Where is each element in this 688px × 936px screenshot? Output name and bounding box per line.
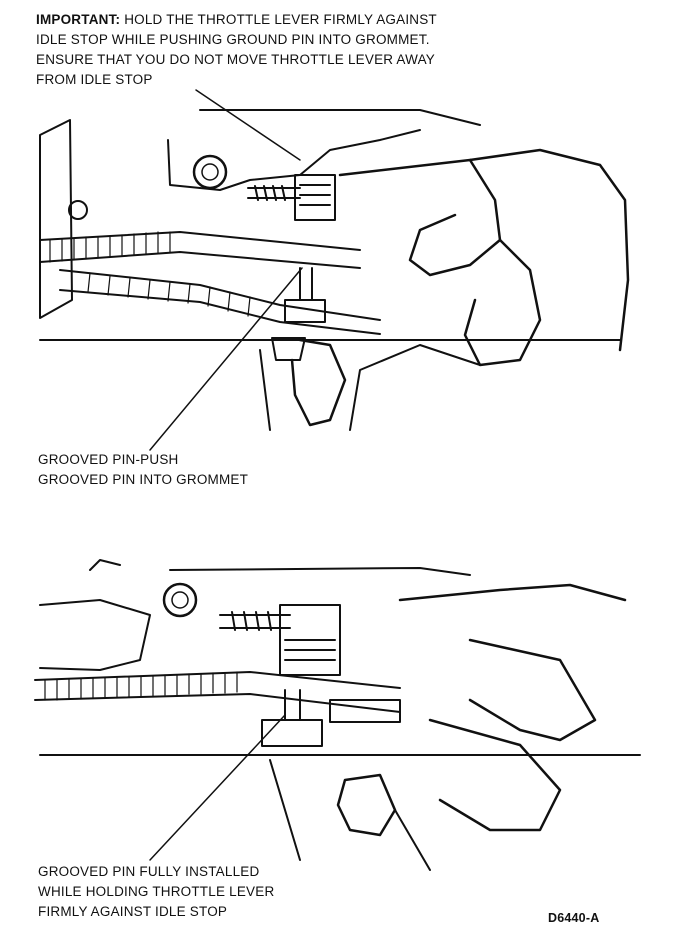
bottom-bolt-head: [162, 582, 198, 618]
figure-code: D6440-A: [548, 911, 600, 925]
note-line-3: ENSURE THAT YOU DO NOT MOVE THROTTLE LEV…: [36, 52, 435, 67]
thumb: [290, 338, 347, 427]
bottom-cable-coil: [44, 671, 238, 701]
lever-spring: [299, 184, 331, 206]
clip: [271, 337, 306, 361]
bottom-callout-line-2: WHILE HOLDING THROTTLE LEVER: [38, 884, 275, 899]
top-callout-line-2: GROOVED PIN INTO GROMMET: [38, 472, 249, 487]
grooved-pin-leader: [149, 267, 303, 451]
installed-grooved-pin: [284, 689, 301, 721]
bottom-thumb: [336, 773, 397, 837]
bolt-head: [192, 154, 228, 190]
note-line-4: FROM IDLE STOP: [36, 72, 153, 87]
throttle-cable-upper: [39, 231, 361, 269]
bottom-bolt-center: [171, 591, 189, 609]
throttle-lever-block: [294, 174, 336, 221]
bottom-lever-block: [279, 604, 341, 676]
hand-lower: [259, 344, 481, 431]
bottom-lever-spring: [284, 639, 336, 661]
bolt-center: [201, 163, 219, 181]
throttle-body-top: [199, 109, 481, 126]
note-leader-line: [195, 89, 301, 161]
bottom-bracket: [39, 599, 151, 671]
cable-coil: [49, 231, 171, 263]
bottom-grommet: [261, 719, 323, 747]
installed-pin-leader: [149, 714, 286, 861]
top-illustration: [39, 89, 630, 451]
note-line-1: HOLD THE THROTTLE LEVER FIRMLY AGAINST: [120, 12, 437, 27]
top-callout-line-1: GROOVED PIN-PUSH: [38, 452, 179, 467]
bottom-idle-stop-screw: [219, 611, 291, 631]
throttle-body-edge: [167, 129, 421, 191]
bottom-throttle-cable: [34, 671, 401, 713]
finger-1: [408, 158, 502, 277]
finger-2: [463, 238, 542, 367]
bottom-cable-end: [329, 699, 401, 723]
bottom-body-top: [89, 559, 471, 576]
important-label: IMPORTANT:: [36, 12, 121, 27]
lower-cable-coil: [87, 272, 251, 317]
grommet: [284, 299, 326, 323]
bottom-finger-1: [468, 638, 597, 742]
note-line-2: IDLE STOP WHILE PUSHING GROUND PIN INTO …: [36, 32, 430, 47]
bottom-hand-top: [398, 583, 627, 602]
bottom-callout-line-3: FIRMLY AGAINST IDLE STOP: [38, 904, 228, 919]
bottom-callout-line-1: GROOVED PIN FULLY INSTALLED: [38, 864, 260, 879]
bracket-hole: [68, 200, 88, 220]
bottom-hand-lower: [269, 759, 431, 871]
bottom-finger-2: [428, 718, 562, 832]
bracket-plate: [39, 119, 73, 319]
idle-stop-screw: [247, 185, 301, 201]
grooved-pin: [299, 267, 313, 301]
